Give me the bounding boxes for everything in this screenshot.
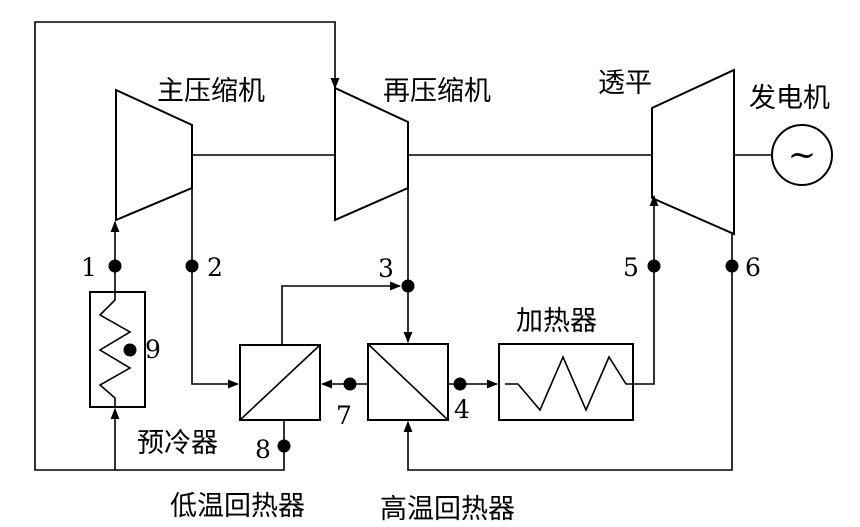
point-4-label: 4 (454, 395, 470, 424)
heater-coil (505, 354, 633, 413)
point-3-label: 3 (378, 254, 394, 283)
main-compressor-icon (115, 88, 193, 222)
point-9-label: 9 (145, 335, 161, 364)
point-5-dot (647, 259, 661, 273)
point-5-label: 5 (623, 253, 639, 282)
turbine-label: 透平 (598, 68, 652, 99)
line-ltr-to-3 (281, 281, 402, 345)
generator-icon (771, 124, 833, 186)
precooler-label: 预冷器 (137, 428, 218, 459)
turbine-icon (651, 68, 735, 236)
line-5 (633, 194, 659, 385)
point-2-dot (185, 259, 199, 273)
point-1-label: 1 (81, 253, 97, 282)
point-9-dot (123, 343, 137, 357)
generator-label: 发电机 (749, 83, 830, 114)
point-8-label: 8 (255, 435, 271, 464)
recompressor-icon (334, 86, 409, 222)
line-6 (403, 234, 733, 471)
htr-label: 高温回热器 (380, 494, 515, 525)
htr-diagonal (367, 343, 449, 421)
point-7-dot (343, 377, 357, 391)
heater-icon (498, 343, 634, 421)
point-3-dot (401, 279, 415, 293)
loop-line-left (34, 21, 340, 471)
point-1-dot (108, 259, 122, 273)
main-compressor-label: 主压缩机 (157, 76, 265, 107)
ltr-label: 低温回热器 (170, 491, 305, 522)
line-8 (115, 420, 285, 471)
recompressor-label: 再压缩机 (383, 76, 491, 107)
point-4-dot (453, 377, 467, 391)
point-7-label: 7 (336, 401, 352, 430)
point-8-dot (277, 439, 291, 453)
precooler-coil (98, 292, 132, 407)
point-6-label: 6 (745, 253, 761, 282)
heater-label: 加热器 (516, 306, 597, 337)
point-2-label: 2 (207, 253, 223, 282)
precooler-icon (89, 291, 146, 408)
ltr-diagonal (239, 344, 321, 421)
line-2 (191, 188, 240, 389)
generator-symbol: ~ (788, 135, 817, 175)
point-6-dot (725, 259, 739, 273)
